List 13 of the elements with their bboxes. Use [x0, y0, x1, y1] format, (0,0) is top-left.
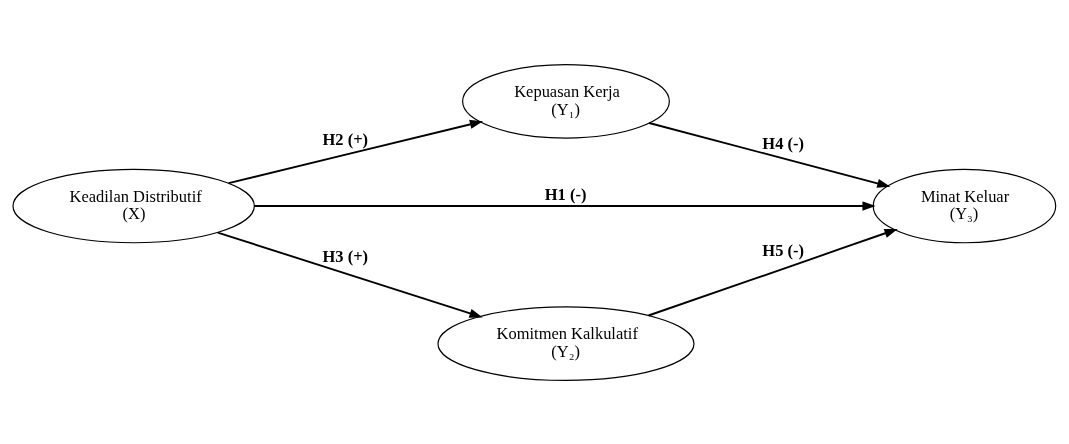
arrow — [647, 228, 898, 316]
edge-label: H2 (+) — [322, 129, 369, 149]
edge-label: H5 (-) — [762, 240, 804, 260]
arrow — [227, 119, 484, 184]
edge-label: H3 (+) — [322, 246, 369, 266]
node-ellipse: Keadilan Distributif (X) — [12, 168, 255, 243]
edge-label: H4 (-) — [762, 133, 804, 153]
arrow — [216, 231, 483, 318]
edge-label: H1 (-) — [544, 184, 587, 204]
arrow — [253, 200, 876, 211]
node-ellipse: Kepuasan Kerja (Y₁) — [462, 63, 670, 139]
node-ellipse: Minat Keluar (Y₃) — [872, 168, 1057, 243]
arrow — [648, 121, 891, 188]
